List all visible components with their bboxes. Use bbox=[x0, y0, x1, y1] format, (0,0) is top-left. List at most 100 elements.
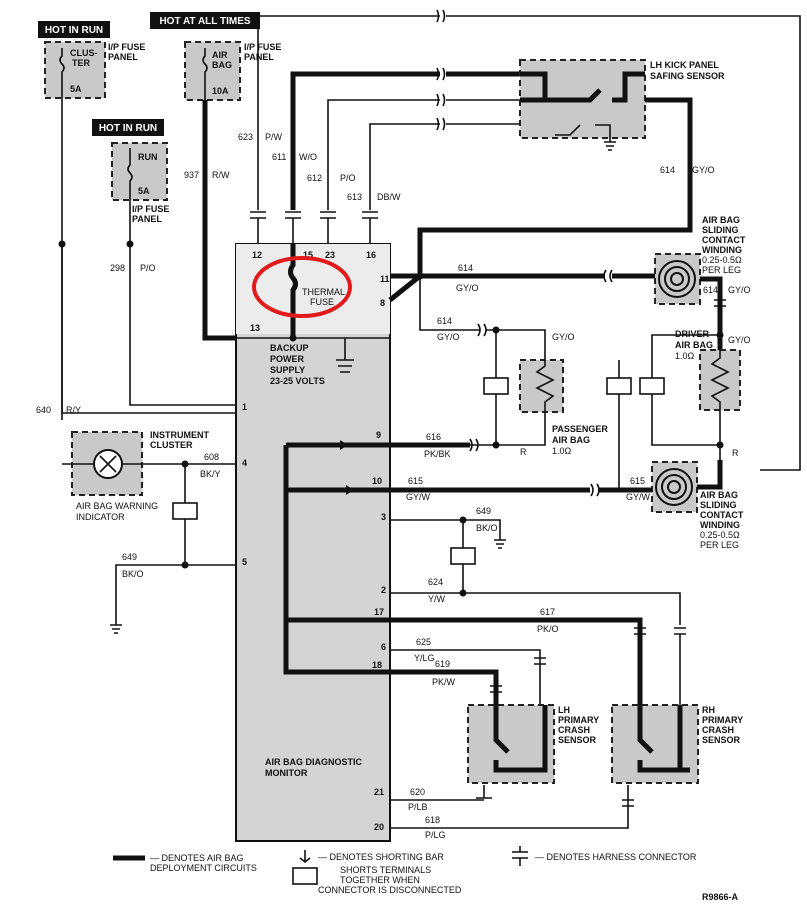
wire-617-num: 617 bbox=[540, 607, 555, 617]
slide-bot-label-5: 0.25-0.5Ω bbox=[700, 530, 740, 540]
backup-power-capacitor bbox=[336, 338, 354, 373]
rh-crash-label-3: CRASH bbox=[702, 725, 734, 735]
wire-937-color: R/W bbox=[212, 170, 230, 180]
slide-top-label-4: WINDING bbox=[702, 245, 742, 255]
wire-611-num: 611 bbox=[272, 152, 286, 162]
airbag-fuse-panel-2: PANEL bbox=[244, 52, 274, 62]
svg-text:16: 16 bbox=[366, 250, 376, 260]
cluster-label-2: CLUSTER bbox=[150, 440, 193, 450]
monitor-label-2: MONITOR bbox=[265, 768, 308, 778]
wire-619-num: 619 bbox=[435, 659, 450, 669]
wire-614-safing bbox=[417, 97, 693, 276]
lh-crash-label-1: LH bbox=[558, 705, 570, 715]
wire-614e-num: 614 bbox=[703, 285, 718, 295]
wire-617 bbox=[390, 617, 643, 705]
wire-625-num: 625 bbox=[416, 637, 431, 647]
svg-text:13: 13 bbox=[250, 323, 260, 333]
legend-shorting-bar-icon bbox=[299, 850, 311, 864]
wire-614e-color: GY/O bbox=[728, 285, 751, 295]
svg-text:5A: 5A bbox=[138, 186, 150, 196]
wire-615a-color: GY/W bbox=[406, 492, 431, 502]
wire-937-num: 937 bbox=[184, 170, 199, 180]
wire-613-num: 613 bbox=[347, 192, 362, 202]
thermal-fuse-label-2: FUSE bbox=[310, 297, 334, 307]
wire-618-num: 618 bbox=[425, 815, 440, 825]
thermal-fuse-highlight bbox=[252, 256, 352, 318]
wire-614c-num: 614 bbox=[437, 316, 452, 326]
pin-numbers: 12 15 23 16 11 8 13 1 9 4 10 3 2 5 17 6 … bbox=[242, 250, 390, 832]
wire-614d-color: GY/O bbox=[552, 332, 575, 342]
wire-937 bbox=[202, 100, 236, 341]
safing-sensor-label-2: SAFING SENSOR bbox=[650, 71, 725, 81]
thermal-fuse-wire bbox=[288, 244, 298, 338]
hot-in-run-label-2: HOT IN RUN bbox=[99, 123, 157, 134]
slide-bot-label-3: CONTACT bbox=[700, 510, 744, 520]
slide-bot-label-6: PER LEG bbox=[700, 540, 739, 550]
wire-616-color: PK/BK bbox=[424, 449, 451, 459]
cluster-fuse-panel-1: I/P FUSE bbox=[108, 42, 145, 52]
svg-text:11: 11 bbox=[380, 274, 390, 284]
rh-crash-label-4: SENSOR bbox=[702, 735, 741, 745]
rh-crash-label-1: RH bbox=[702, 705, 715, 715]
wire-614f-color: GY/O bbox=[728, 335, 751, 345]
hot-at-all-times-badge bbox=[150, 12, 260, 29]
wire-640-num: 640 bbox=[36, 405, 51, 415]
svg-text:18: 18 bbox=[372, 660, 382, 670]
lh-crash-label-2: PRIMARY bbox=[558, 715, 599, 725]
wire-608-num: 608 bbox=[204, 452, 219, 462]
wire-612-num: 612 bbox=[307, 173, 322, 183]
airbag-fuse: AIR BAG 10A bbox=[184, 41, 241, 101]
backup-label-3: SUPPLY bbox=[270, 365, 305, 375]
wire-649a bbox=[115, 564, 236, 625]
rh-crash-label-2: PRIMARY bbox=[702, 715, 743, 725]
slide-top-label-1: AIR BAG bbox=[702, 215, 740, 225]
wire-619-color: PK/W bbox=[432, 677, 456, 687]
wire-298 bbox=[129, 210, 236, 406]
svg-text:4: 4 bbox=[242, 458, 247, 468]
wire-649b-num: 649 bbox=[476, 506, 491, 516]
svg-text:RUN: RUN bbox=[138, 152, 158, 162]
wire-611 bbox=[290, 71, 520, 210]
wire-615b-num: 615 bbox=[630, 476, 645, 486]
svg-text:5: 5 bbox=[242, 557, 247, 567]
wire-614c-color: GY/O bbox=[437, 332, 460, 342]
wire-612-color: P/O bbox=[340, 173, 356, 183]
backup-label-4: 23-25 VOLTS bbox=[270, 376, 325, 386]
airbag-fuse-panel-1: I/P FUSE bbox=[244, 42, 281, 52]
svg-text:5A: 5A bbox=[70, 84, 82, 94]
svg-text:15: 15 bbox=[303, 250, 313, 260]
wire-624 bbox=[390, 592, 681, 625]
legend-shorts-icon bbox=[292, 867, 318, 885]
driver-label-2: AIR BAG bbox=[675, 340, 713, 350]
wire-649a-color: BK/O bbox=[122, 569, 144, 579]
wire-298-color: P/O bbox=[140, 263, 156, 273]
svg-text:CLUS-: CLUS- bbox=[70, 48, 98, 58]
wire-613-color: DB/W bbox=[377, 192, 401, 202]
figure-id: R9866-A bbox=[702, 892, 739, 902]
wire-623-color: P/W bbox=[265, 132, 283, 142]
indicator-label-2: INDICATOR bbox=[76, 512, 125, 522]
svg-text:3: 3 bbox=[381, 512, 386, 522]
wire-616-num: 616 bbox=[426, 432, 441, 442]
legend-harness-icon bbox=[512, 846, 528, 866]
slide-bot-label-4: WINDING bbox=[700, 520, 740, 530]
harness-connectors-top bbox=[250, 9, 446, 244]
wire-614a-num: 614 bbox=[660, 165, 675, 175]
driver-label-1: DRIVER bbox=[675, 329, 710, 339]
wire-608-color: BK/Y bbox=[200, 469, 221, 479]
wire-614b-color: GY/O bbox=[456, 283, 479, 293]
wire-r-passenger: R bbox=[520, 447, 527, 457]
monitor-label-1: AIR BAG DIAGNOSTIC bbox=[265, 757, 363, 767]
wire-624-num: 624 bbox=[428, 577, 443, 587]
safing-sensor-label-1: LH KICK PANEL bbox=[650, 60, 719, 70]
sliding-contact-winding-top bbox=[654, 253, 701, 305]
svg-text:10: 10 bbox=[372, 476, 382, 486]
svg-text:12: 12 bbox=[252, 250, 262, 260]
hot-at-all-times-label: HOT AT ALL TIMES bbox=[159, 16, 250, 27]
svg-text:10A: 10A bbox=[212, 86, 229, 96]
wire-640-color: R/Y bbox=[66, 405, 81, 415]
wire-619 bbox=[390, 669, 499, 705]
cluster-label-1: INSTRUMENT bbox=[150, 430, 209, 440]
svg-text:BAG: BAG bbox=[212, 60, 232, 70]
legend-harness: — DENOTES HARNESS CONNECTOR bbox=[535, 852, 697, 862]
